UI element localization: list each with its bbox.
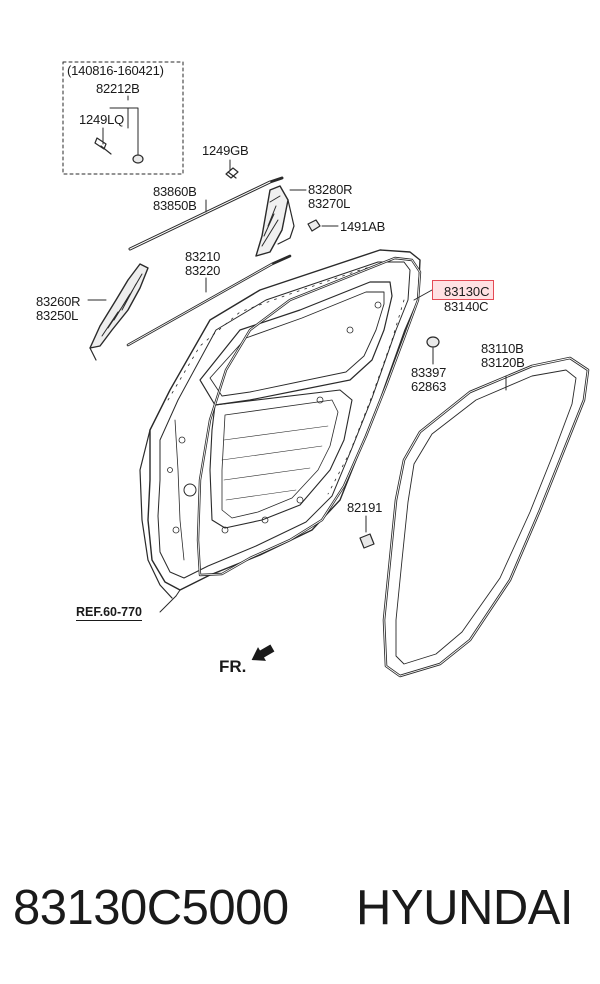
footer-part-number: 83130C5000 [13, 881, 289, 935]
label-82212b: 82212B [96, 81, 140, 96]
clip-82212b [132, 154, 144, 164]
label-83397: 83397 [411, 365, 447, 380]
screw-1249lq [94, 137, 112, 155]
label-83260r: 83260R [36, 294, 81, 309]
inner-panel [209, 389, 353, 529]
inset-leaders [102, 95, 139, 156]
label-83220: 83220 [185, 263, 221, 278]
inset-box [62, 61, 184, 175]
door-frame-outer [147, 249, 421, 591]
label-1491ab: 1491AB [340, 219, 386, 234]
label-83130c: 83130C [444, 284, 490, 299]
plug-83397 [426, 336, 440, 348]
door-skin [139, 429, 173, 599]
label-1249gb: 1249GB [202, 143, 249, 158]
label-83860b: 83860B [153, 184, 197, 199]
footer-brand: HYUNDAI [356, 881, 574, 935]
label-82191: 82191 [347, 500, 383, 515]
bumper-82191 [359, 533, 375, 549]
bolt-1249gb [225, 167, 239, 179]
highlight-box [432, 280, 494, 300]
label-1249lq: 1249LQ [79, 112, 125, 127]
front-trim [89, 263, 149, 349]
label-62863: 62863 [411, 379, 447, 394]
label-83270l: 83270L [308, 196, 351, 211]
label-83110b: 83110B [481, 341, 524, 356]
window-frame [199, 281, 393, 406]
label-83210: 83210 [185, 249, 221, 264]
body-side-weatherstrip [382, 356, 590, 678]
front-marker: FR. [219, 657, 247, 676]
clip-1491ab [307, 219, 321, 232]
front-arrow [251, 644, 275, 661]
label-83140c: 83140C [444, 299, 489, 314]
inset-date-range: (140816-160421) [67, 63, 164, 78]
label-83280r: 83280R [308, 182, 353, 197]
label-83850b: 83850B [153, 198, 197, 213]
door-side-weatherstrip [196, 256, 422, 577]
label-83120b: 83120B [481, 355, 525, 370]
label-83250l: 83250L [36, 308, 79, 323]
pillar-trim-rear [255, 185, 289, 257]
reference-label: REF.60-770 [76, 605, 143, 621]
